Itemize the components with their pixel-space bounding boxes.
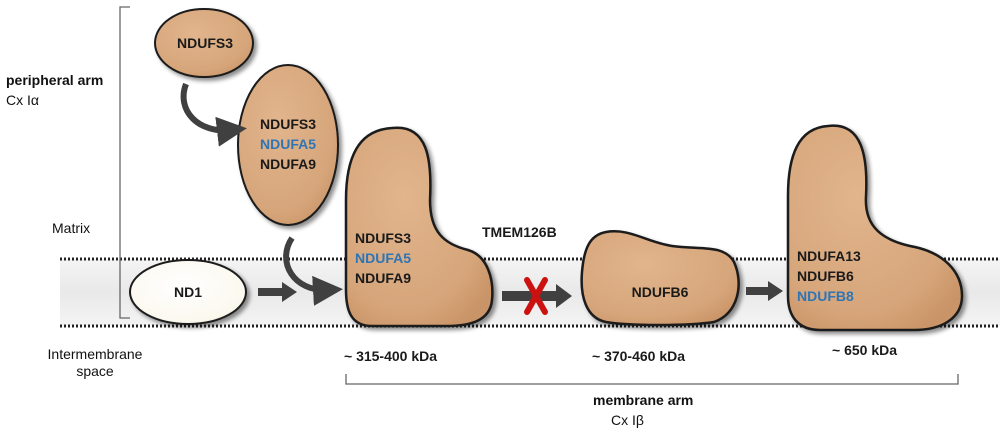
intermediate-1-labels: NDUFS3 NDUFA5 NDUFA9 (355, 228, 411, 288)
intermediate-2-shape (580, 230, 740, 327)
right-arrow-icon (258, 282, 297, 302)
nd1-ellipse (129, 259, 247, 325)
mass-label-3: ~ 650 kDa (832, 342, 897, 358)
curved-arrow-icon (180, 82, 247, 147)
intermediate-3-protein-1: NDUFA13 (797, 248, 861, 264)
intermediate-2-labels: NDUFB6 (600, 282, 720, 302)
intermediate-3-protein-3: NDUFB8 (797, 288, 854, 304)
block-cross-icon (524, 277, 548, 315)
subcomplex-labels: NDUFS3 NDUFA5 NDUFA9 (238, 114, 338, 174)
mass-label-1: ~ 315-400 kDa (344, 348, 438, 364)
matrix-label: Matrix (52, 220, 91, 236)
intermediate-1-shape (344, 126, 494, 328)
curved-arrow-icon (283, 236, 343, 306)
right-arrow-icon (746, 281, 783, 301)
intermembrane-line-1: Intermembrane (47, 346, 143, 362)
mass-label-2: ~ 370-460 kDa (592, 348, 686, 364)
intermediate-3-shape (786, 124, 964, 332)
peripheral-arm-sublabel: Cx Iα (6, 92, 39, 108)
intermediate-3-protein-2: NDUFB6 (797, 268, 854, 284)
intermediate-1-protein-2: NDUFA5 (355, 250, 412, 266)
membrane-arm-label: membrane arm (593, 392, 694, 408)
tmem-label: TMEM126B (482, 224, 557, 240)
membrane-arm-sublabel: Cx Iβ (611, 412, 644, 428)
intermembrane-label: Intermembrane space (40, 346, 150, 380)
nd1-label: ND1 (173, 284, 202, 300)
intermembrane-line-2: space (76, 363, 114, 379)
peripheral-arm-label: peripheral arm (6, 72, 104, 88)
intermediate-1-protein-3: NDUFA9 (355, 270, 412, 286)
ndufs3-ellipse (154, 8, 254, 78)
ndufs3-label: NDUFS3 (176, 35, 233, 51)
intermediate-1-protein-1: NDUFS3 (355, 230, 412, 246)
peripheral-arm-bracket (119, 6, 130, 319)
subcomplex-protein-1: NDUFS3 (259, 116, 316, 132)
membrane-arm-bracket (345, 374, 959, 385)
intermediate-2-protein-1: NDUFB6 (631, 284, 689, 300)
intermediate-3-labels: NDUFA13 NDUFB6 NDUFB8 (797, 246, 861, 306)
subcomplex-protein-3: NDUFA9 (259, 156, 316, 172)
subcomplex-protein-2: NDUFA5 (259, 136, 316, 152)
